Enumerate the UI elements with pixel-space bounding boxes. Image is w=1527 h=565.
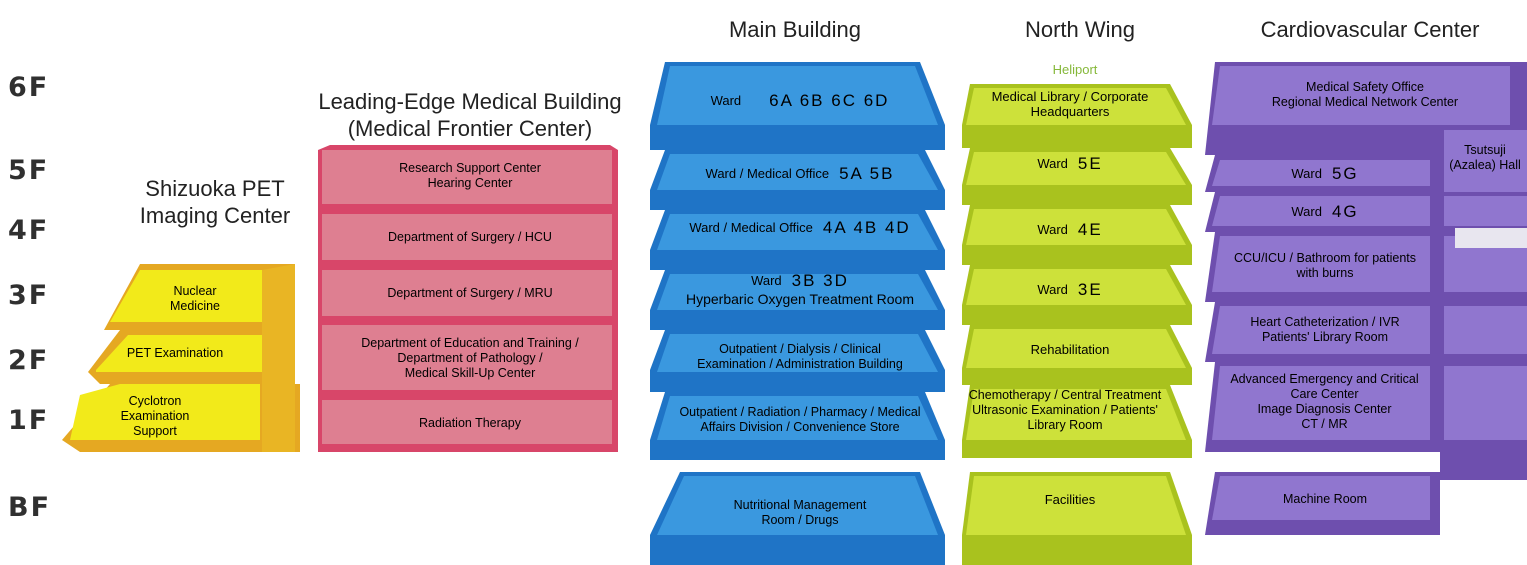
main-building-title: Main Building	[728, 17, 862, 42]
pet-steps	[62, 264, 300, 452]
floor-label-4f: 4F	[8, 215, 50, 246]
floor-label-1f: 1F	[8, 405, 50, 436]
floor-label-6f: 6F	[8, 72, 50, 103]
leading-row-surgery-mru: Department of Surgery / MRU	[387, 285, 553, 300]
north-2f: Rehabilitation	[1030, 341, 1110, 357]
pet-row-pet-examination: PET Examination	[126, 345, 224, 360]
north-bf: Facilities	[1044, 491, 1096, 507]
floor-label-2f: 2F	[8, 345, 50, 376]
floor-label-bf: BF	[8, 492, 52, 523]
heliport-label: Heliport	[1052, 62, 1098, 77]
leading-row-radiation-therapy: Radiation Therapy	[419, 415, 521, 430]
north-wing-title: North Wing	[1024, 17, 1136, 42]
cardio-bf: Machine Room	[1282, 491, 1368, 506]
floor-label-5f: 5F	[8, 155, 50, 186]
cardiovascular-center-title: Cardiovascular Center	[1260, 17, 1480, 42]
tsutsuji-hall: Tsutsuji(Azalea) Hall	[1449, 143, 1521, 172]
leading-row-education-pathology: Department of Education and Training /De…	[361, 335, 579, 380]
leading-edge-building-title: Leading-Edge Medical Building(Medical Fr…	[318, 89, 622, 141]
main-1f: Outpatient / Radiation / Pharmacy / Medi…	[679, 405, 921, 434]
leading-row-surgery-hcu: Department of Surgery / HCU	[388, 229, 552, 244]
floor-label-3f: 3F	[8, 280, 50, 311]
